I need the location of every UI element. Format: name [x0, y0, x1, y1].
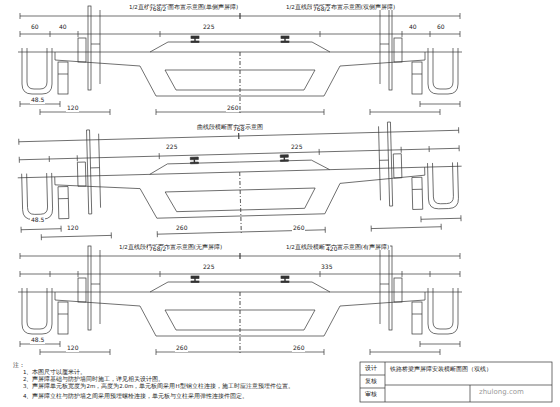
- dimension-label: 48.5: [30, 217, 45, 224]
- dimension-label: 260: [175, 345, 188, 352]
- dimension-label: 120: [66, 105, 79, 112]
- section-heading: 1/2直线段横断面布置示意图(无声屏障): [118, 244, 223, 250]
- section-heading: 1/2直线段横断面布置示意图(单侧声屏障): [128, 4, 239, 10]
- dimension-label: 120: [66, 225, 79, 232]
- dimension-label: 420: [325, 246, 338, 253]
- dimension-label: 260: [226, 105, 239, 112]
- title-block-cell: 审核: [364, 391, 378, 397]
- dimension-label: 60: [30, 24, 40, 31]
- drawing-title: 铁路桥梁声屏障安装横断面图（双线）: [389, 366, 551, 372]
- dimension-label: 40: [58, 24, 68, 31]
- title-block-cell: 复核: [364, 378, 378, 384]
- dimension-label: 48.5: [30, 97, 45, 104]
- note-heading: 注：: [12, 362, 26, 368]
- note-text: 3、声屏障单元板宽度为2m，高度为2.0m，单元板间采用H型钢立柱连接，施工时应…: [22, 383, 354, 389]
- dimension-label: 225: [290, 144, 303, 151]
- watermark: zhulong.com: [478, 389, 525, 397]
- dimension-label: 225: [165, 144, 178, 151]
- note-text: 4、声屏障立柱与防护墙之间采用预埋螺栓连接，单元板与立柱采用弹性连接件固定。: [22, 393, 354, 399]
- section-heading: 1/2直线段横断面布置示意图(双侧声屏障): [285, 4, 396, 10]
- dimension-label: 60: [436, 24, 446, 31]
- note-text: 1、本图尺寸以厘米计。: [22, 369, 88, 375]
- dimension-label: 768/2: [312, 6, 331, 13]
- dimension-label: 225: [202, 24, 215, 31]
- note-text: 2、声屏障基础与防护墙同时施工，详见相关设计图。: [22, 376, 166, 382]
- dimension-label: 768/2: [148, 6, 167, 13]
- dimension-label: 260: [175, 225, 188, 232]
- title-block-cell: 设计: [364, 365, 378, 371]
- section-heading: 曲线段横断面布置示意图: [196, 124, 264, 130]
- dimension-label: 768/2: [148, 246, 167, 253]
- dimension-label: 40: [408, 24, 418, 31]
- dimension-label: 225: [202, 264, 215, 271]
- dimension-label: 260: [292, 225, 305, 232]
- dimension-label: 120: [66, 345, 79, 352]
- dimension-label: 260: [292, 345, 305, 352]
- dimension-label: 335: [320, 264, 333, 271]
- dimension-label: 768: [232, 126, 245, 133]
- dimension-label: 48.5: [30, 337, 45, 344]
